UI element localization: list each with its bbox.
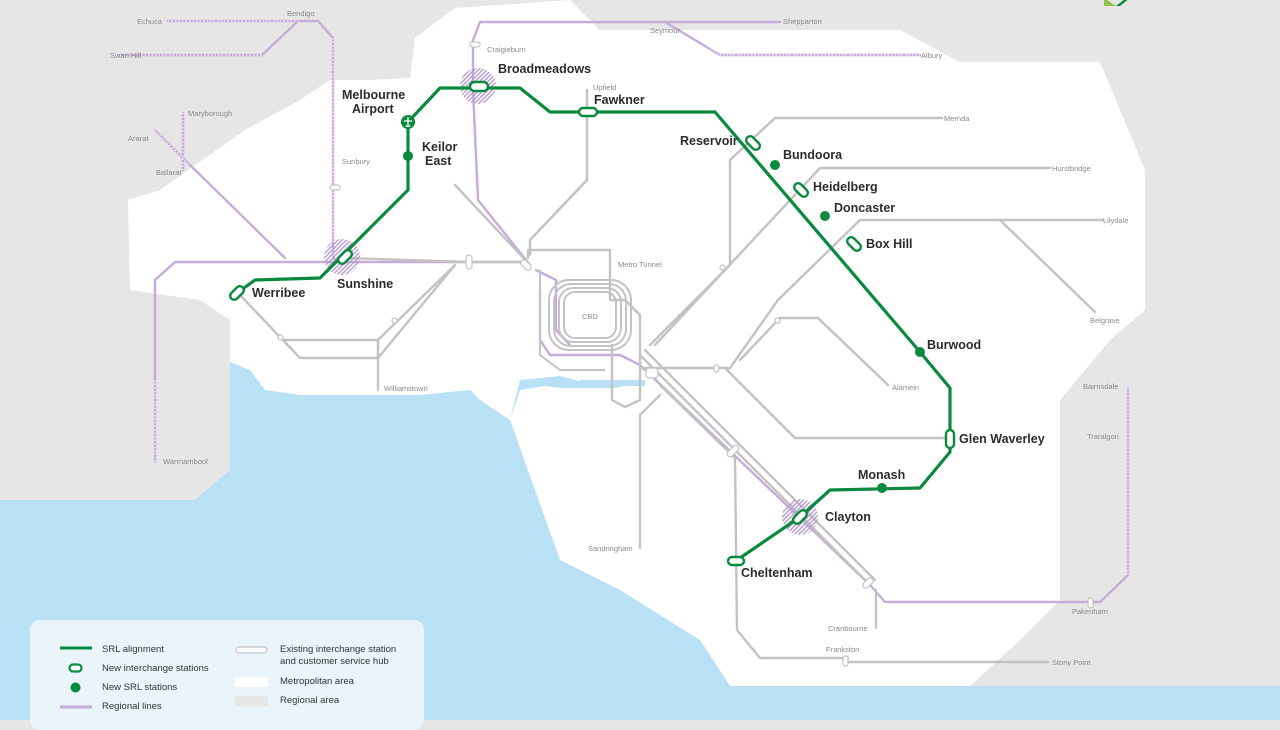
label-lilydale: Lilydale: [1103, 216, 1128, 225]
label-traralgon: Traralgon: [1087, 432, 1119, 441]
legend-existing-interchange-1: Existing interchange station: [280, 644, 397, 655]
label-seymour: Seymour: [650, 26, 681, 35]
label-werribee: Werribee: [252, 286, 305, 300]
legend-existing-interchange-2: and customer service hub: [280, 656, 389, 667]
label-glen-waverley: Glen Waverley: [959, 432, 1045, 446]
label-broadmeadows: Broadmeadows: [498, 62, 591, 76]
label-upfield: Upfield: [593, 83, 616, 92]
srl-alignment: [235, 86, 952, 562]
label-bendigo: Bendigo: [287, 9, 315, 18]
label-doncaster: Doncaster: [834, 201, 895, 215]
legend-interchange-icon: [68, 663, 83, 673]
label-williamstown: Williamstown: [384, 384, 428, 393]
legend-regional-area-icon: [235, 696, 268, 706]
metro-lines: [238, 88, 1105, 664]
legend-new-interchange: New interchange stations: [102, 663, 209, 674]
label-pakenham: Pakenham: [1072, 607, 1108, 616]
label-mernda: Mernda: [944, 114, 970, 123]
water-east: [1150, 688, 1280, 720]
label-bairnsdale: Bairnsdale: [1083, 382, 1118, 391]
label-heidelberg: Heidelberg: [813, 180, 878, 194]
label-ararat: Ararat: [128, 134, 149, 143]
legend-srl-line-icon: [60, 646, 92, 650]
label-clayton: Clayton: [825, 510, 871, 524]
label-metro-tunnel: Metro Tunnel: [618, 260, 662, 269]
label-shepparton: Shepparton: [783, 17, 822, 26]
logo-fragment-icon: [1104, 0, 1128, 6]
new-interchange-stations: [228, 80, 956, 567]
label-burwood: Burwood: [927, 338, 981, 352]
label-belgrave: Belgrave: [1090, 316, 1120, 325]
label-monash: Monash: [858, 468, 905, 482]
new-srl-stations: [403, 151, 925, 493]
existing-interchange-markers: [277, 41, 1094, 667]
legend-srl-station-icon: [70, 682, 81, 693]
label-craigieburn: Craigieburn: [487, 45, 526, 54]
legend-regional-area: Regional area: [280, 695, 340, 706]
label-frankston: Frankston: [826, 645, 859, 654]
label-ballarat: Ballarat: [156, 168, 182, 177]
label-reservoir: Reservoir: [680, 134, 738, 148]
label-bundoora: Bundoora: [783, 148, 843, 162]
metropolitan-area: [128, 0, 1145, 686]
label-cbd: CBD: [582, 312, 598, 321]
label-sunbury: Sunbury: [342, 157, 370, 166]
label-alamein: Alamein: [892, 383, 919, 392]
legend-metro-area-icon: [235, 677, 268, 687]
label-hurstbridge: Hurstbridge: [1052, 164, 1091, 173]
label-cheltenham: Cheltenham: [741, 566, 813, 580]
legend-srl-alignment: SRL alignment: [102, 644, 164, 655]
legend-regional-line-icon: [60, 705, 92, 709]
label-cranbourne: Cranbourne: [828, 624, 868, 633]
label-sunshine: Sunshine: [337, 277, 393, 291]
legend-new-srl-stations: New SRL stations: [102, 682, 178, 693]
label-box-hill: Box Hill: [866, 237, 913, 251]
legend-metropolitan-area: Metropolitan area: [280, 676, 354, 687]
label-echuca: Echuca: [137, 17, 163, 26]
label-swan-hill: Swan Hill: [110, 51, 142, 60]
label-warrnambool: Warrnambool: [163, 457, 208, 466]
airport-icon: [401, 115, 415, 129]
legend-regional-lines: Regional lines: [102, 701, 162, 712]
regional-dotted-segments: [120, 20, 1129, 575]
label-albury: Albury: [921, 51, 943, 60]
label-fawkner: Fawkner: [594, 93, 645, 107]
label-maryborough: Maryborough: [188, 109, 232, 118]
label-sandringham: Sandringham: [588, 544, 633, 553]
city-loop: [539, 270, 632, 371]
label-stony-point: Stony Point: [1052, 658, 1091, 667]
map-legend: SRL alignment New interchange stations N…: [30, 620, 424, 730]
legend-existing-interchange-icon: [235, 646, 268, 654]
